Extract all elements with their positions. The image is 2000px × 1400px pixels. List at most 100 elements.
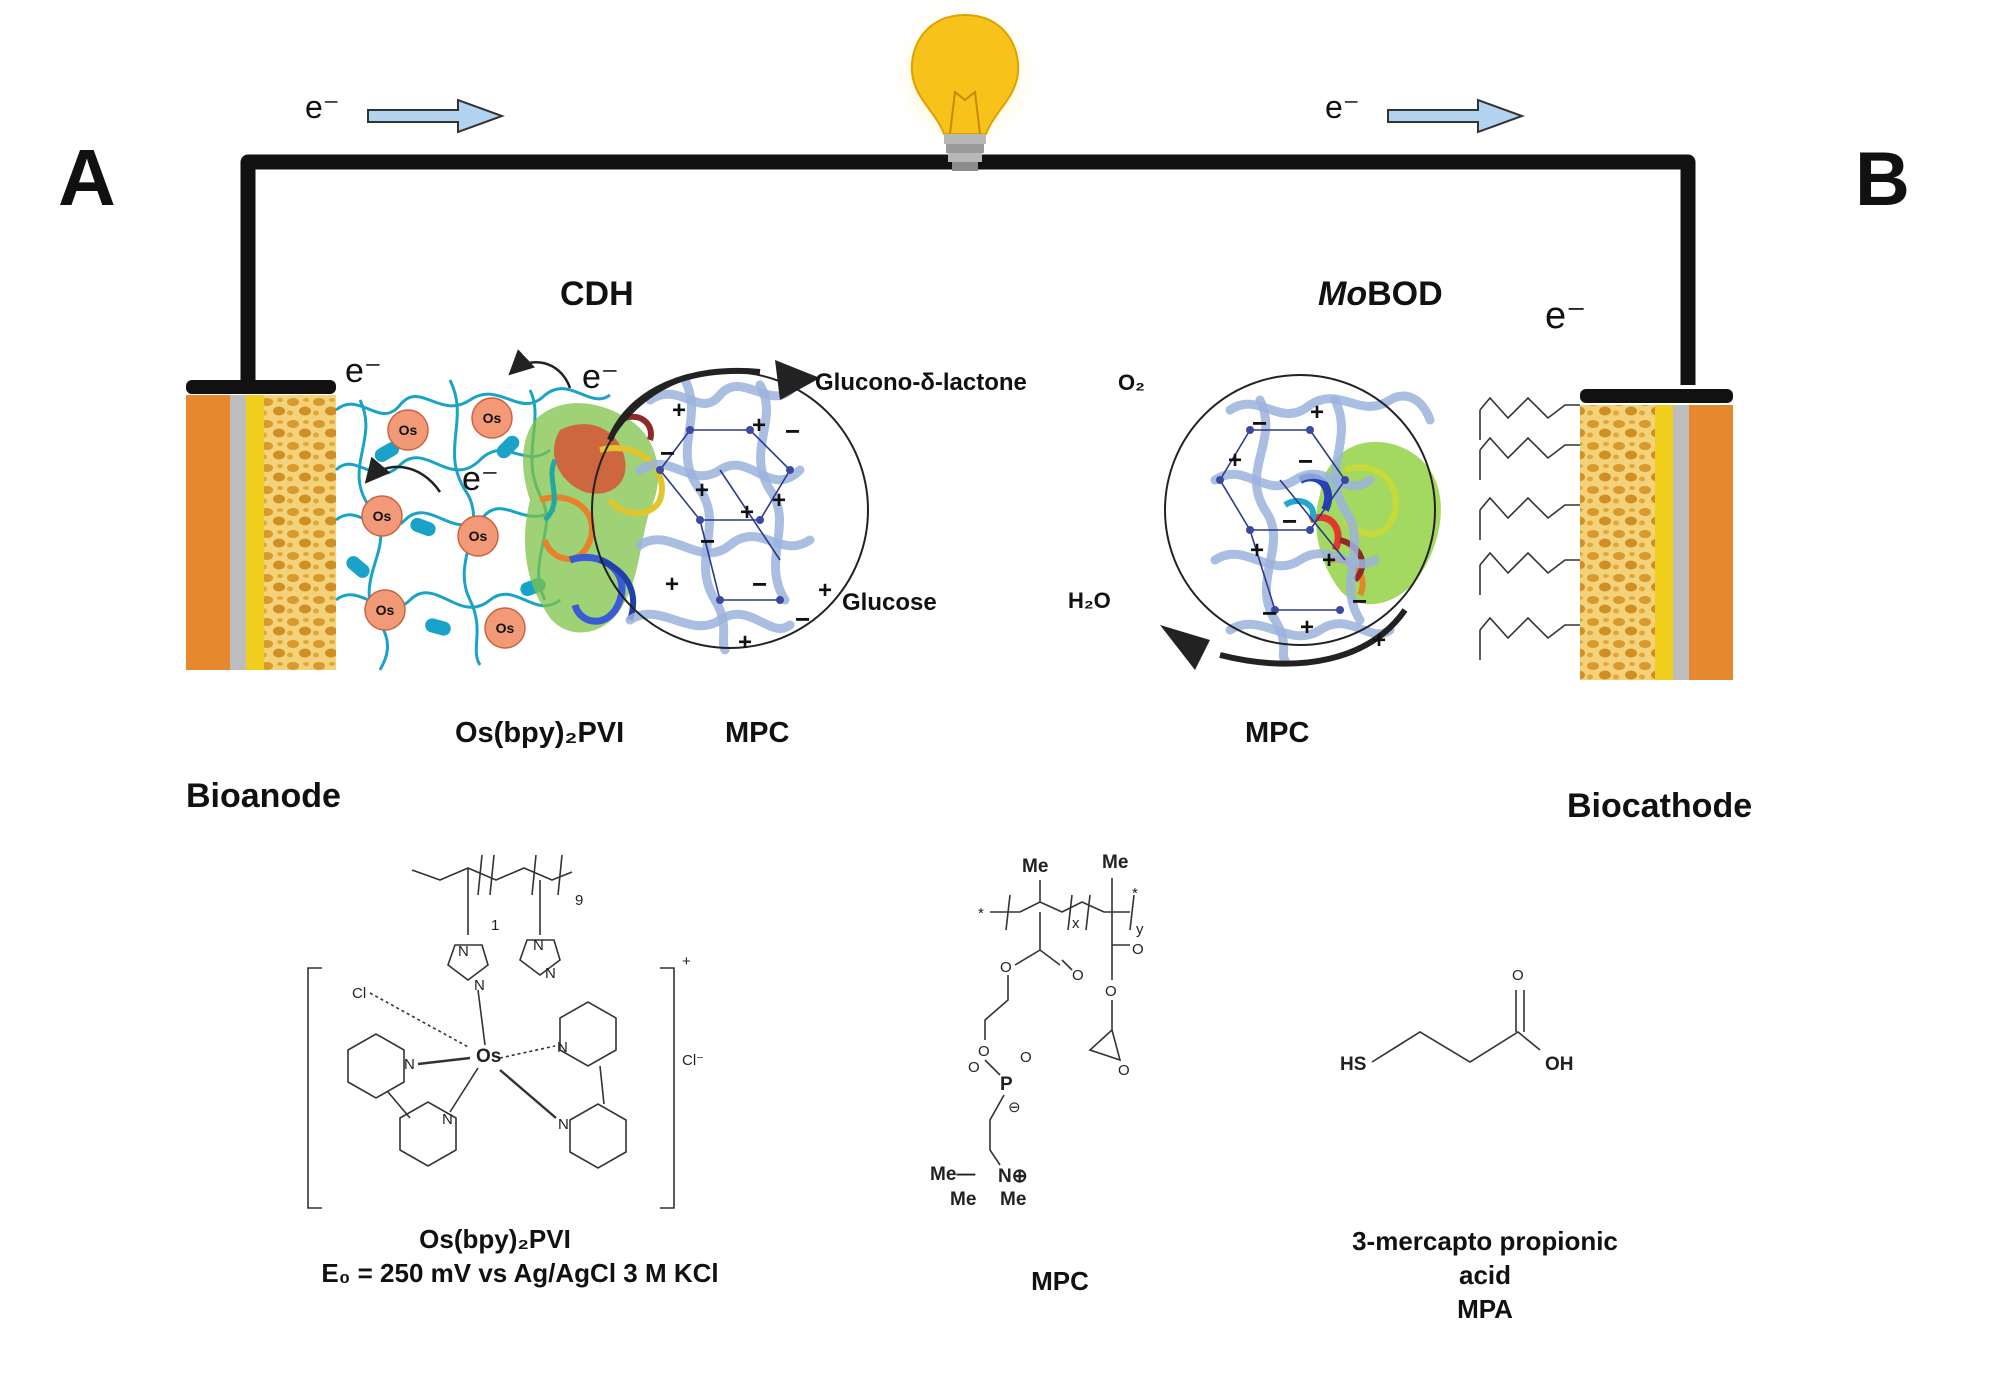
mpa-name-line1: 3-mercapto propionic bbox=[1352, 1226, 1618, 1256]
os-redox-center: Os bbox=[484, 607, 526, 649]
svg-text:Me: Me bbox=[1000, 1189, 1026, 1210]
svg-text:9: 9 bbox=[575, 892, 583, 909]
bioanode-electrode bbox=[186, 380, 336, 670]
svg-text:+: + bbox=[1322, 547, 1336, 574]
svg-text:+: + bbox=[738, 629, 752, 656]
os-redox-center: Os bbox=[387, 409, 429, 451]
svg-text:P: P bbox=[1000, 1074, 1013, 1095]
svg-text:Me: Me bbox=[1022, 856, 1048, 877]
circuit-electron-right: e⁻ bbox=[1325, 89, 1360, 125]
svg-text:*: * bbox=[978, 905, 984, 922]
biocathode-electrode bbox=[1580, 389, 1733, 680]
electron-hop-arrow bbox=[508, 349, 572, 389]
svg-text:N: N bbox=[558, 1116, 569, 1133]
svg-text:N: N bbox=[442, 1111, 453, 1128]
panel-letter-b: B bbox=[1855, 137, 1910, 222]
os-polymer-structure: 1 9 N N N N + Cl⁻ Os Cl N N N N bbox=[307, 854, 704, 1209]
svg-text:Me—: Me— bbox=[930, 1164, 975, 1185]
cathode-h2o: H₂O bbox=[1068, 588, 1111, 613]
svg-text:y: y bbox=[1136, 921, 1144, 938]
svg-text:N: N bbox=[404, 1056, 415, 1073]
svg-text:Os: Os bbox=[476, 1046, 501, 1067]
svg-text:O: O bbox=[1118, 1062, 1130, 1079]
svg-text:O: O bbox=[1072, 967, 1084, 984]
svg-text:O: O bbox=[1132, 941, 1144, 958]
svg-text:x: x bbox=[1072, 915, 1080, 932]
circuit-electron-left: e⁻ bbox=[305, 89, 340, 125]
cathode-cycle-arrow bbox=[1219, 608, 1408, 667]
os-redox-center: Os bbox=[361, 495, 403, 537]
svg-text:OH: OH bbox=[1545, 1054, 1574, 1075]
svg-text:−: − bbox=[700, 526, 715, 556]
svg-text:O: O bbox=[1512, 967, 1524, 984]
svg-text:Os: Os bbox=[496, 620, 515, 636]
os-polymer-name: Os(bpy)₂PVI bbox=[419, 1224, 571, 1254]
svg-text:+: + bbox=[665, 571, 679, 598]
svg-text:1: 1 bbox=[491, 917, 499, 934]
mpc-hydrogel-cathode bbox=[1210, 391, 1435, 665]
os-redox-center: Os bbox=[364, 589, 406, 631]
flow-arrow-left bbox=[367, 98, 505, 134]
os-polymer-network bbox=[334, 379, 611, 671]
svg-text:−: − bbox=[1262, 598, 1277, 628]
mpa-name-line3: MPA bbox=[1457, 1294, 1513, 1324]
svg-text:+: + bbox=[1228, 447, 1242, 474]
os-polymer-potential: E₀ = 250 mV vs Ag/AgCl 3 M KCl bbox=[321, 1258, 718, 1288]
svg-text:+: + bbox=[1300, 614, 1314, 641]
anode-charges: + + + + + + + + − − − − − bbox=[660, 397, 832, 656]
mpa-name-line2: acid bbox=[1459, 1260, 1511, 1290]
svg-text:+: + bbox=[672, 397, 686, 424]
svg-text:O: O bbox=[1020, 1049, 1032, 1066]
bioanode-label: Bioanode bbox=[186, 777, 341, 815]
svg-text:+: + bbox=[752, 412, 766, 439]
svg-text:−: − bbox=[752, 569, 767, 599]
svg-text:N: N bbox=[458, 943, 469, 960]
svg-text:Me: Me bbox=[1102, 852, 1128, 873]
cathode-electron: e⁻ bbox=[1545, 295, 1586, 337]
svg-text:+: + bbox=[1310, 399, 1324, 426]
cathode-cycle-arrowhead bbox=[1160, 625, 1210, 670]
anode-substrate: Glucose bbox=[842, 589, 937, 616]
svg-text:−: − bbox=[1252, 408, 1267, 438]
anode-polymer-label: MPC bbox=[725, 717, 790, 749]
flow-arrow-right bbox=[1387, 98, 1525, 134]
svg-text:+: + bbox=[682, 953, 691, 970]
svg-text:N⊕: N⊕ bbox=[998, 1166, 1028, 1187]
svg-text:Os: Os bbox=[469, 528, 488, 544]
svg-text:N: N bbox=[557, 1039, 568, 1056]
mpc-hydrogel-anode bbox=[625, 375, 815, 655]
cdh-title: CDH bbox=[560, 275, 634, 313]
svg-text:Os: Os bbox=[399, 422, 418, 438]
mpa-structure: HS O OH bbox=[1340, 967, 1574, 1075]
mobod-title: MoBOD bbox=[1318, 275, 1443, 313]
mpc-structure: * x y * Me Me O O O P O O ⊖ N⊕ Me— Me Me… bbox=[930, 852, 1144, 1210]
cathode-o2: O₂ bbox=[1118, 370, 1145, 395]
svg-text:HS: HS bbox=[1340, 1054, 1366, 1075]
circuit-wire bbox=[240, 154, 1696, 385]
os-redox-center: Os bbox=[457, 515, 499, 557]
mpc-name: MPC bbox=[1031, 1266, 1089, 1296]
svg-text:Me: Me bbox=[950, 1189, 976, 1210]
svg-text:N: N bbox=[545, 965, 556, 982]
anode-electron-a: e⁻ bbox=[345, 352, 382, 390]
anode-product: Glucono-δ-lactone bbox=[815, 369, 1027, 396]
svg-text:Os: Os bbox=[483, 410, 502, 426]
anode-cycle-arrowhead bbox=[775, 360, 820, 400]
svg-text:O: O bbox=[968, 1059, 980, 1076]
svg-text:Os: Os bbox=[376, 602, 395, 618]
cathode-polymer-label: MPC bbox=[1245, 717, 1310, 749]
svg-text:+: + bbox=[1250, 537, 1264, 564]
svg-text:*: * bbox=[1132, 885, 1138, 902]
mpa-monolayer bbox=[1479, 396, 1580, 660]
cdh-enzyme-structure bbox=[523, 403, 665, 633]
anode-mediator-label: Os(bpy)₂PVI bbox=[455, 717, 624, 749]
biocathode-label: Biocathode bbox=[1567, 787, 1752, 825]
svg-text:+: + bbox=[772, 487, 786, 514]
svg-text:+: + bbox=[818, 577, 832, 604]
electron-hop-arrow bbox=[364, 456, 442, 493]
svg-text:+: + bbox=[695, 477, 709, 504]
cathode-charges: + + + + + + − − − − − bbox=[1228, 399, 1386, 654]
svg-text:N: N bbox=[474, 977, 485, 994]
svg-text:+: + bbox=[1372, 627, 1386, 654]
svg-text:N: N bbox=[533, 937, 544, 954]
